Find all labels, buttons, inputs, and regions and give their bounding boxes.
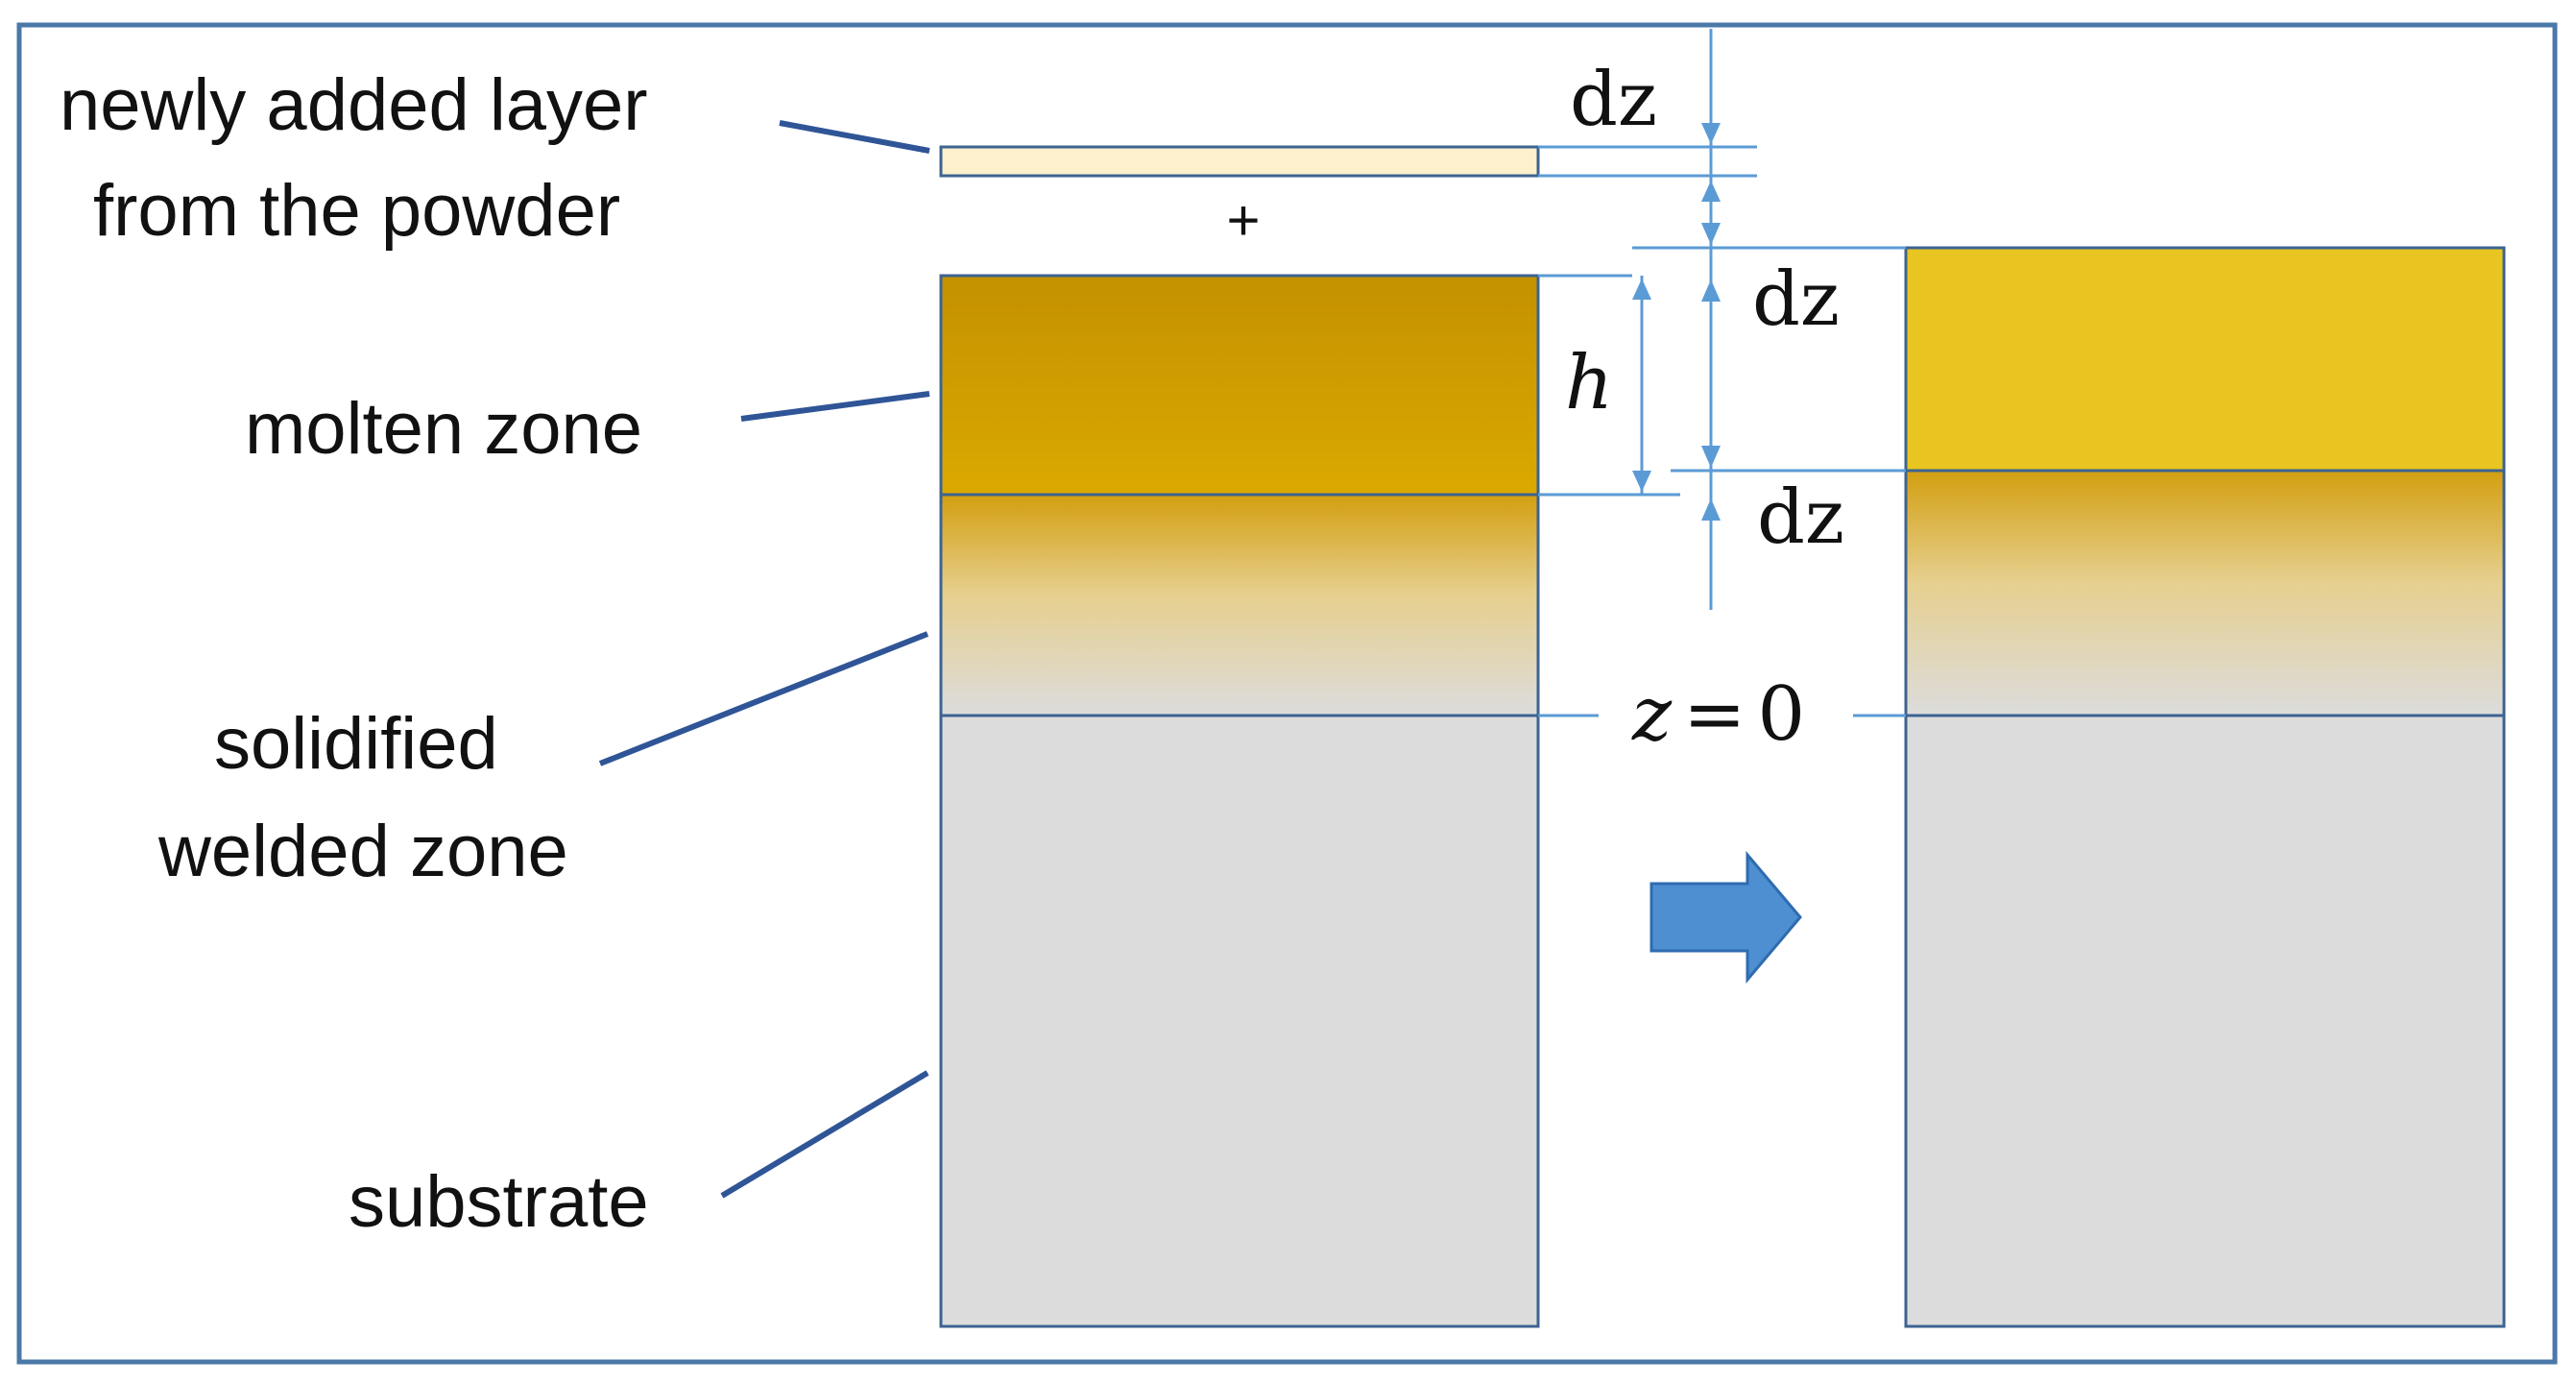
welded-zone-right (1906, 471, 2504, 716)
pointer-molten-zone (740, 391, 930, 422)
dz-label-middle: dz (1752, 256, 1840, 343)
label-substrate: substrate (349, 1161, 649, 1243)
molten-zone-left (941, 276, 1538, 495)
right-column-outline (1904, 246, 2506, 1328)
pointer-solidified (598, 631, 929, 766)
pointer-arrows (598, 120, 930, 1199)
substrate-left (941, 716, 1538, 1326)
z-zero-label: z=0 (1631, 671, 1805, 758)
substrate-right (1906, 716, 2504, 1326)
label-molten-zone: molten zone (245, 388, 642, 470)
label-solidified: solidified welded zone (157, 703, 568, 892)
pointer-substrate (720, 1070, 929, 1199)
label-new-layer: newly added layer from the powder (60, 64, 668, 252)
h-label: h (1565, 340, 1613, 426)
pointer-new-layer (779, 120, 930, 154)
right-block-arrow-icon (1649, 850, 1802, 984)
dimension-lines (1538, 29, 1906, 717)
welded-zone-left (941, 495, 1538, 716)
left-column-outline (939, 274, 1540, 1328)
plus-sign: + (1226, 188, 1260, 253)
dimension-arrowheads (1632, 123, 1721, 521)
dz-label-lower: dz (1757, 474, 1844, 561)
molten-zone-right (1906, 248, 2504, 471)
new-layer-strip (939, 145, 1540, 178)
dz-label-top: dz (1570, 57, 1657, 143)
